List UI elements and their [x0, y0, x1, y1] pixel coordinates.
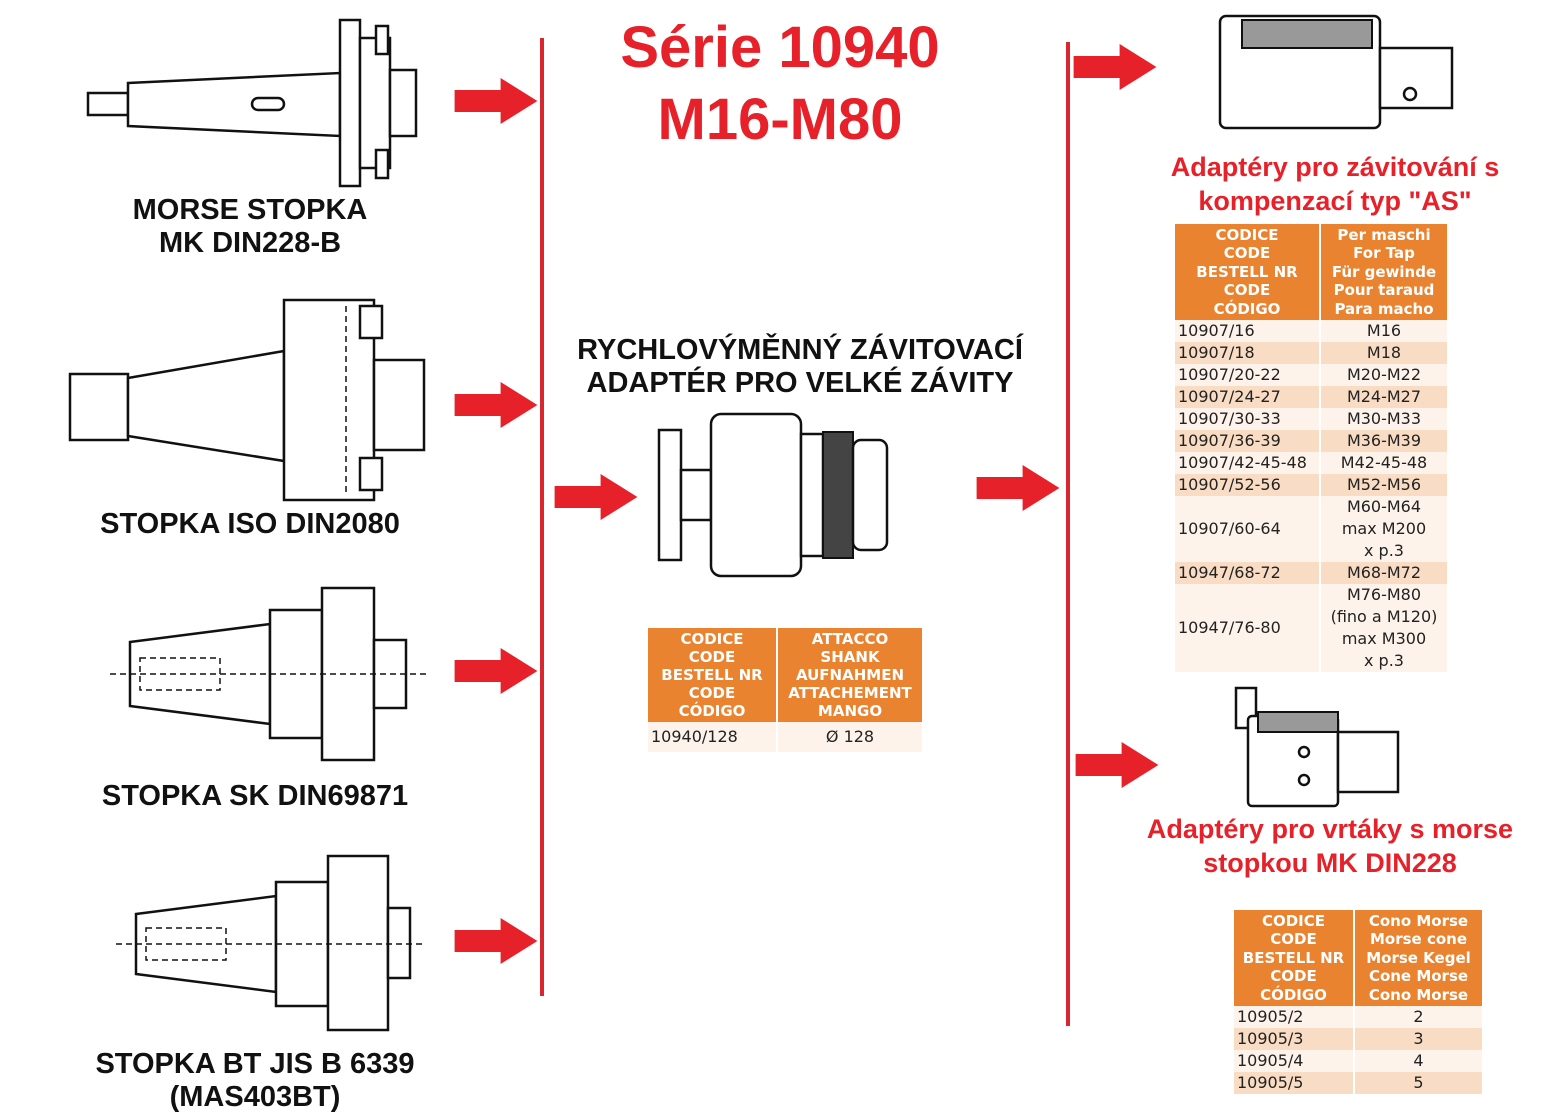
- morse-shank-drawing: [86, 18, 418, 188]
- code-cell: 10947/76-80: [1175, 584, 1321, 673]
- value-cell: M42-45-48: [1320, 452, 1449, 475]
- code-cell: 10947/68-72: [1175, 562, 1321, 585]
- code-cell: 10907/16: [1175, 320, 1321, 343]
- series-title: Série 10940: [620, 15, 940, 80]
- value-cell: 3: [1354, 1028, 1484, 1051]
- code-cell: 10907/20-22: [1175, 364, 1321, 387]
- tapping-adapter-drawing: [657, 412, 889, 578]
- value-cell: 2: [1354, 1006, 1484, 1029]
- arrow-icon: [975, 465, 1061, 511]
- value-cell: M68-M72: [1320, 562, 1449, 585]
- value-cell: M52-M56: [1320, 474, 1449, 497]
- value-cell: M30-M33: [1320, 408, 1449, 431]
- divider-right: [1066, 42, 1070, 1026]
- arrow-icon: [553, 474, 639, 520]
- value-cell: M20-M22: [1320, 364, 1449, 387]
- value-cell: M24-M27: [1320, 386, 1449, 409]
- morse-drill-adapter-drawing: [1234, 686, 1400, 808]
- bt-shank-drawing: [116, 854, 426, 1032]
- value-cell: M18: [1320, 342, 1449, 365]
- value-cell: 4: [1354, 1050, 1484, 1073]
- code-cell: 10907/52-56: [1175, 474, 1321, 497]
- code-cell: 10905/5: [1234, 1072, 1355, 1095]
- value-cell: M36-M39: [1320, 430, 1449, 453]
- iso-shank-label: STOPKA ISO DIN2080: [100, 508, 400, 540]
- compensation-adapter-drawing: [1218, 14, 1454, 130]
- code-cell: 10907/24-27: [1175, 386, 1321, 409]
- arrow-icon: [452, 78, 540, 124]
- code-cell: 10905/2: [1234, 1006, 1355, 1029]
- arrow-icon: [1074, 742, 1160, 788]
- series-range: M16-M80: [657, 87, 903, 152]
- code-cell: 10907/42-45-48: [1175, 452, 1321, 475]
- value-cell: M16: [1320, 320, 1449, 343]
- code-cell: 10907/36-39: [1175, 430, 1321, 453]
- bt-shank-label: STOPKA BT JIS B 6339(MAS403BT): [95, 1048, 415, 1113]
- code-cell: 10905/3: [1234, 1028, 1355, 1051]
- arrow-icon: [452, 648, 540, 694]
- arrow-icon: [1072, 44, 1158, 90]
- code-cell: 10907/60-64: [1175, 496, 1321, 563]
- sk-shank-drawing: [110, 586, 430, 762]
- value-cell: 5: [1354, 1072, 1484, 1095]
- arrow-icon: [452, 382, 540, 428]
- arrow-icon: [452, 918, 540, 964]
- divider-left: [540, 38, 544, 996]
- code-cell: 10907/30-33: [1175, 408, 1321, 431]
- code-cell: 10907/18: [1175, 342, 1321, 365]
- iso-shank-drawing: [68, 298, 426, 502]
- code-cell: 10905/4: [1234, 1050, 1355, 1073]
- sk-shank-label: STOPKA SK DIN69871: [101, 780, 409, 812]
